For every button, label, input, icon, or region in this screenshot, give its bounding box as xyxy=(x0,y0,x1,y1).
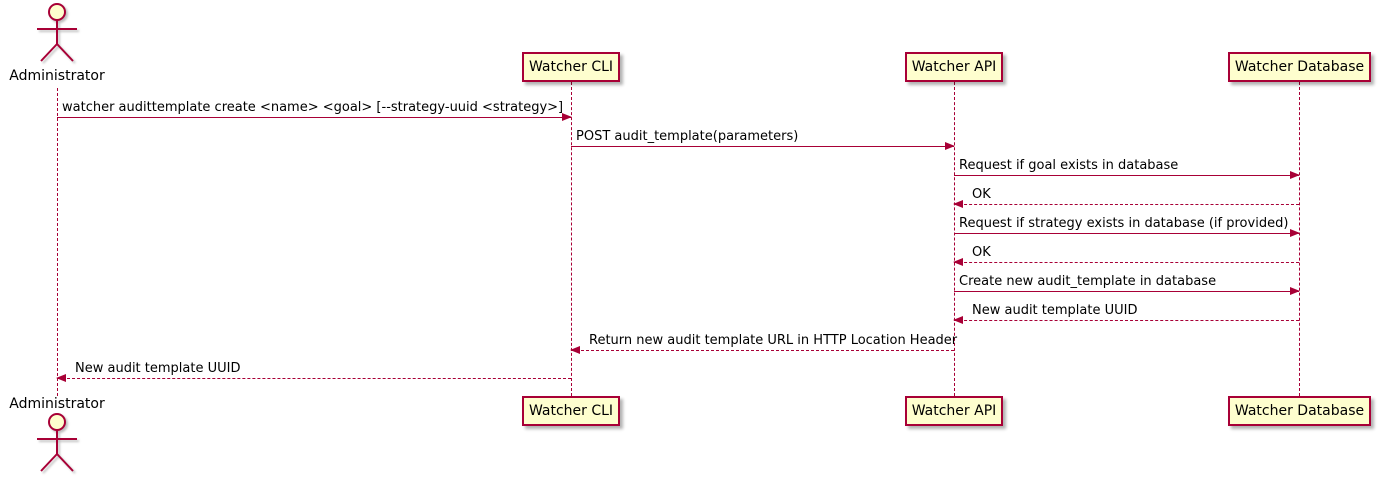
participant-box-watcher-api-top: Watcher API xyxy=(905,52,1003,82)
message-label: New audit template UUID xyxy=(972,303,1138,318)
message-arrow xyxy=(571,142,955,150)
participant-box-watcher-database-top: Watcher Database xyxy=(1228,52,1371,82)
lifeline-watcher-database xyxy=(1299,82,1300,396)
message-ok-goal: OK xyxy=(953,187,1299,208)
message-label: Return new audit template URL in HTTP Lo… xyxy=(589,333,958,348)
participant-label-watcher-cli-top: Watcher CLI xyxy=(528,59,614,75)
participant-box-watcher-cli-top: Watcher CLI xyxy=(522,52,620,82)
participant-box-watcher-database-bottom: Watcher Database xyxy=(1228,396,1371,426)
participant-label-watcher-database-bottom: Watcher Database xyxy=(1234,403,1365,419)
message-arrow xyxy=(953,200,1299,208)
message-arrow xyxy=(953,316,1299,324)
message-arrow xyxy=(954,287,1300,295)
message-new-uuid-to-admin: New audit template UUID xyxy=(56,361,571,382)
message-arrow xyxy=(953,258,1299,266)
message-label: New audit template UUID xyxy=(75,361,241,376)
message-post-audit-template: POST audit_template(parameters) xyxy=(571,129,955,150)
actor-administrator-label-top: Administrator xyxy=(9,68,105,84)
message-arrow xyxy=(57,113,572,121)
message-arrow xyxy=(954,229,1300,237)
participant-label-watcher-cli-bottom: Watcher CLI xyxy=(528,403,614,419)
lifeline-watcher-cli xyxy=(571,82,572,396)
actor-administrator-figure-bottom xyxy=(37,413,77,472)
message-arrow xyxy=(570,346,954,354)
message-label: OK xyxy=(972,187,991,202)
message-request-strategy-exists: Request if strategy exists in database (… xyxy=(954,216,1300,237)
message-arrow xyxy=(56,374,571,382)
message-create-audittemplate: watcher audittemplate create <name> <goa… xyxy=(57,100,572,121)
message-label: Create new audit_template in database xyxy=(959,274,1217,289)
participant-box-watcher-api-bottom: Watcher API xyxy=(905,396,1003,426)
message-return-url-location-header: Return new audit template URL in HTTP Lo… xyxy=(570,333,958,354)
message-ok-strategy: OK xyxy=(953,245,1299,266)
participant-label-watcher-database-top: Watcher Database xyxy=(1234,59,1365,75)
message-new-uuid-from-db: New audit template UUID xyxy=(953,303,1299,324)
message-request-goal-exists: Request if goal exists in database xyxy=(954,158,1300,179)
message-label: Request if goal exists in database xyxy=(959,158,1179,173)
participant-box-watcher-cli-bottom: Watcher CLI xyxy=(522,396,620,426)
lifeline-administrator xyxy=(57,88,58,396)
actor-administrator-label-bottom: Administrator xyxy=(9,396,105,412)
participant-label-watcher-api-bottom: Watcher API xyxy=(911,403,997,419)
message-label: Request if strategy exists in database (… xyxy=(959,216,1289,231)
message-label: POST audit_template(parameters) xyxy=(576,129,799,144)
actor-administrator-figure-top xyxy=(37,3,77,62)
message-label: watcher audittemplate create <name> <goa… xyxy=(62,100,564,115)
message-create-in-database: Create new audit_template in database xyxy=(954,274,1300,295)
participant-label-watcher-api-top: Watcher API xyxy=(911,59,997,75)
message-label: OK xyxy=(972,245,991,260)
lifeline-watcher-api xyxy=(954,82,955,396)
message-arrow xyxy=(954,171,1300,179)
